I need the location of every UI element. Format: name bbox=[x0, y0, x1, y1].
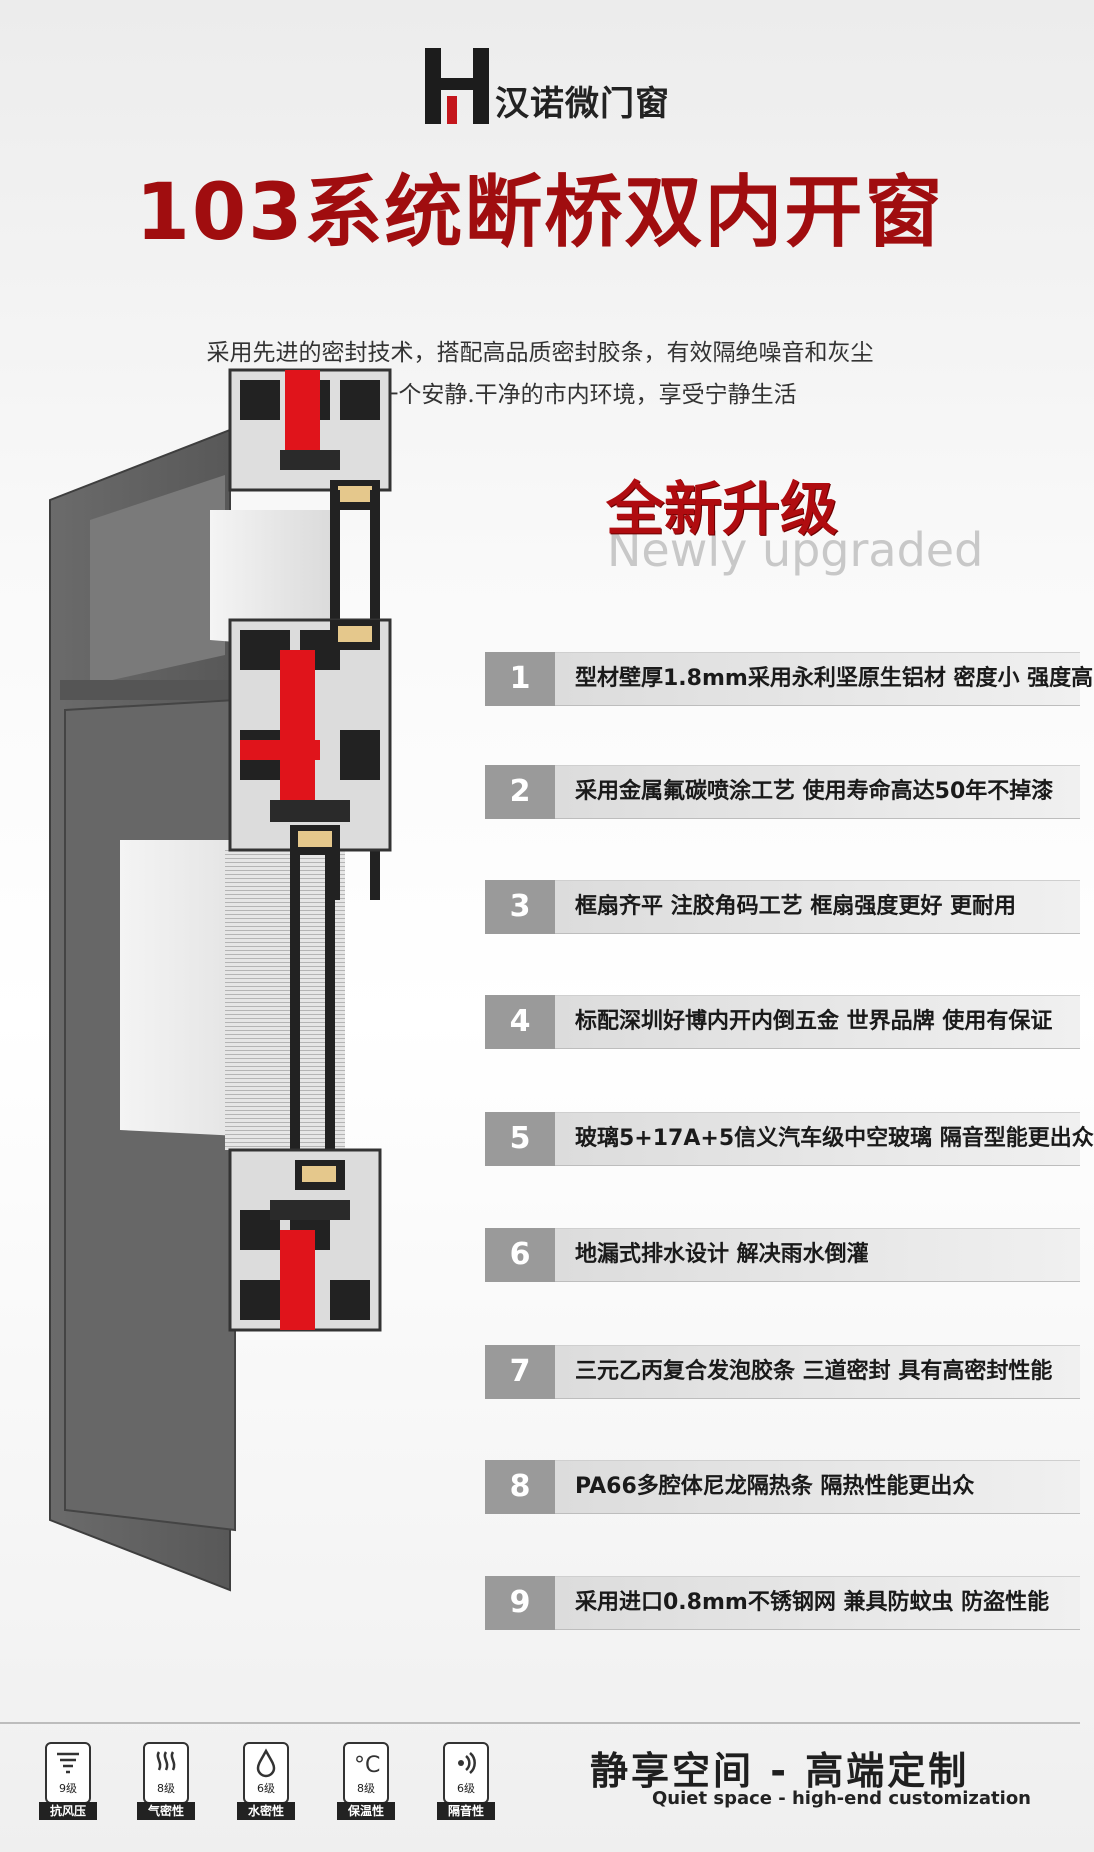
performance-badge: 6级隔音性 bbox=[437, 1742, 495, 1822]
profile-section-bottom bbox=[228, 1148, 382, 1332]
feature-item: 5 玻璃5+17A+5信义汽车级中空玻璃 隔音型能更出众 bbox=[485, 1112, 1094, 1166]
upgrade-heading: 全新升级 bbox=[606, 475, 839, 543]
slogan-chinese: 静享空间 - 高端定制 bbox=[590, 1749, 970, 1793]
intro-line-1: 采用先进的密封技术，搭配高品质密封胶条，有效隔绝噪音和灰尘 bbox=[206, 340, 874, 366]
badge-frame bbox=[45, 1742, 91, 1804]
feature-item: 2 采用金属氟碳喷涂工艺 使用寿命高达50年不掉漆 bbox=[485, 765, 1080, 819]
feature-text: PA66多腔体尼龙隔热条 隔热性能更出众 bbox=[575, 1474, 975, 1499]
feature-item: 6 地漏式排水设计 解决雨水倒灌 bbox=[485, 1228, 1080, 1282]
feature-text: 玻璃5+17A+5信义汽车级中空玻璃 隔音型能更出众 bbox=[575, 1126, 1094, 1151]
badge-level: 9级 bbox=[59, 1782, 77, 1795]
feature-text: 型材壁厚1.8mm采用永利坚原生铝材 密度小 强度高 bbox=[575, 666, 1094, 691]
svg-text:°C: °C bbox=[354, 1753, 380, 1778]
badge-label: 保温性 bbox=[337, 1802, 395, 1820]
feature-item: 9 采用进口0.8mm不锈钢网 兼具防蚊虫 防盗性能 bbox=[485, 1576, 1080, 1630]
feature-item: 3 框扇齐平 注胶角码工艺 框扇强度更好 更耐用 bbox=[485, 880, 1080, 934]
feature-text: 地漏式排水设计 解决雨水倒灌 bbox=[575, 1242, 869, 1267]
feature-item: 4 标配深圳好博内开内倒五金 世界品牌 使用有保证 bbox=[485, 995, 1080, 1049]
feature-bar bbox=[555, 1576, 1080, 1630]
badge-level: 8级 bbox=[357, 1782, 375, 1795]
window-cross-section-illustration bbox=[49, 368, 392, 1592]
feature-item: 8 PA66多腔体尼龙隔热条 隔热性能更出众 bbox=[485, 1460, 1080, 1514]
profile-section-middle bbox=[228, 618, 392, 855]
feature-bar bbox=[555, 880, 1080, 934]
brand-logo: 汉诺微门窗 bbox=[425, 48, 695, 126]
feature-number: 9 bbox=[485, 1576, 555, 1630]
feature-text: 标配深圳好博内开内倒五金 世界品牌 使用有保证 bbox=[575, 1009, 1053, 1034]
feature-bar bbox=[555, 1460, 1080, 1514]
feature-number: 6 bbox=[485, 1228, 555, 1282]
page-title: 103系统断桥双内开窗 bbox=[135, 168, 945, 258]
feature-text: 采用进口0.8mm不锈钢网 兼具防蚊虫 防盗性能 bbox=[575, 1590, 1050, 1615]
feature-number: 7 bbox=[485, 1345, 555, 1399]
badge-level: 6级 bbox=[457, 1782, 475, 1795]
badge-level: 8级 bbox=[157, 1782, 175, 1795]
profile-section-top bbox=[228, 368, 392, 510]
badge-label: 隔音性 bbox=[437, 1802, 495, 1820]
feature-bar bbox=[555, 1228, 1080, 1282]
badge-label: 水密性 bbox=[237, 1802, 295, 1820]
performance-badge: °C 8级保温性 bbox=[337, 1742, 395, 1822]
feature-bar bbox=[555, 995, 1080, 1049]
brand-h-logo-icon bbox=[425, 48, 489, 124]
feature-item: 1 型材壁厚1.8mm采用永利坚原生铝材 密度小 强度高 bbox=[485, 652, 1093, 706]
footer-divider bbox=[0, 1722, 1080, 1724]
feature-text: 三元乙丙复合发泡胶条 三道密封 具有高密封性能 bbox=[575, 1359, 1053, 1384]
feature-number: 4 bbox=[485, 995, 555, 1049]
intro-line-2: 为您打造一个安静.干净的市内环境，享受宁静生活 bbox=[283, 382, 797, 408]
badge-frame bbox=[343, 1742, 389, 1804]
performance-badge: 6级水密性 bbox=[237, 1742, 295, 1822]
feature-bar bbox=[555, 765, 1080, 819]
feature-bar bbox=[555, 1112, 1080, 1166]
feature-number: 5 bbox=[485, 1112, 555, 1166]
slogan-english: Quiet space - high-end customization bbox=[652, 1788, 1031, 1809]
feature-text: 框扇齐平 注胶角码工艺 框扇强度更好 更耐用 bbox=[575, 894, 1016, 919]
badge-level: 6级 bbox=[257, 1782, 275, 1795]
feature-bar bbox=[555, 652, 1080, 706]
feature-text: 采用金属氟碳喷涂工艺 使用寿命高达50年不掉漆 bbox=[575, 779, 1054, 804]
feature-bar bbox=[555, 1345, 1080, 1399]
feature-number: 2 bbox=[485, 765, 555, 819]
upgrade-english: Newly upgraded bbox=[607, 523, 984, 577]
performance-badge: 8级气密性 bbox=[137, 1742, 195, 1822]
feature-number: 1 bbox=[485, 652, 555, 706]
performance-badge: 9级抗风压 bbox=[39, 1742, 97, 1822]
brand-name: 汉诺微门窗 bbox=[495, 84, 670, 124]
badge-label: 气密性 bbox=[137, 1802, 195, 1820]
feature-number: 8 bbox=[485, 1460, 555, 1514]
badge-label: 抗风压 bbox=[39, 1802, 97, 1820]
feature-number: 3 bbox=[485, 880, 555, 934]
feature-item: 7 三元乙丙复合发泡胶条 三道密封 具有高密封性能 bbox=[485, 1345, 1080, 1399]
